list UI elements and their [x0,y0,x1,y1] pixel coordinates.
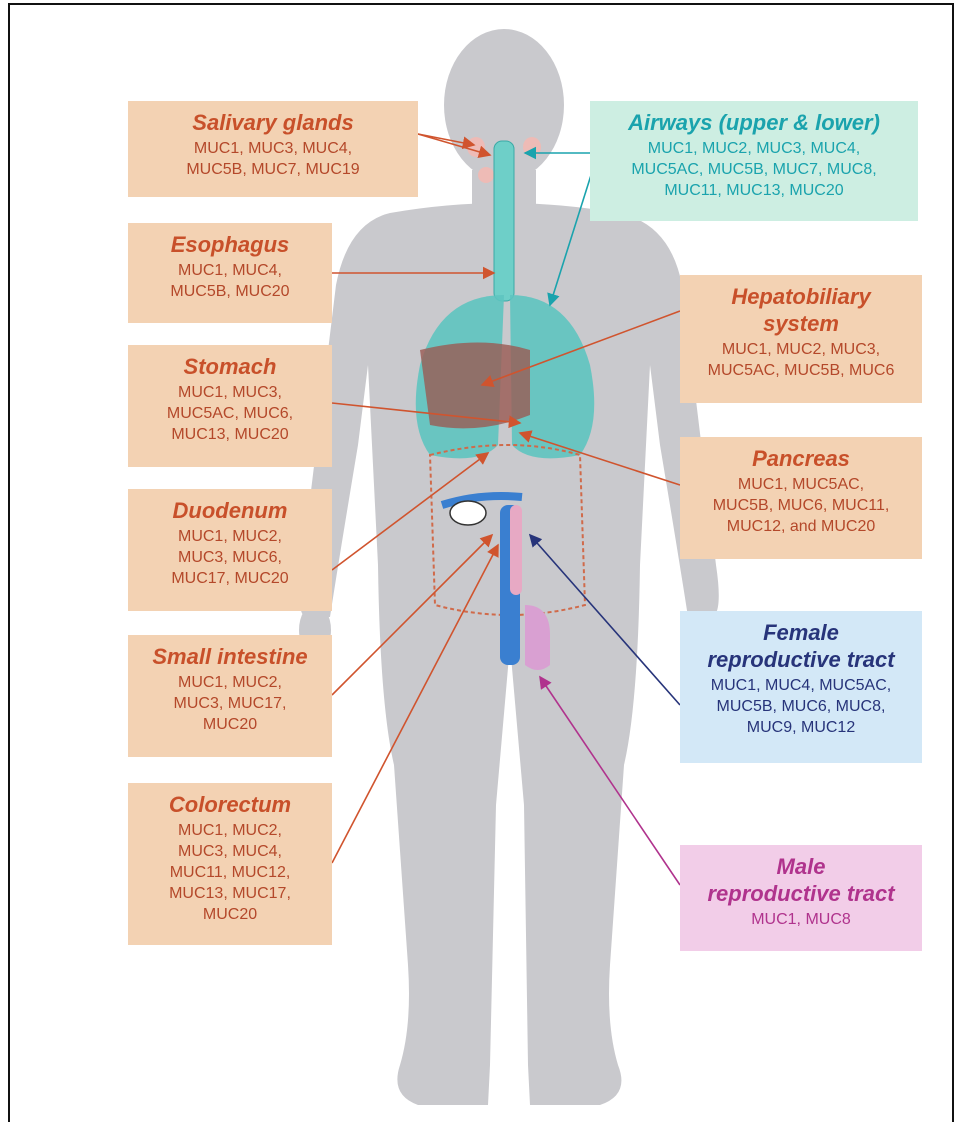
salivary-title: Salivary glands [128,109,418,136]
label-stomach: Stomach MUC1, MUC3, MUC5AC, MUC6, MUC13,… [128,345,332,467]
label-airways: Airways (upper & lower) MUC1, MUC2, MUC3… [590,101,918,221]
small-intestine-genes: MUC1, MUC2, MUC3, MUC17, MUC20 [128,672,332,735]
colorectum-title: Colorectum [128,791,332,818]
duodenum-genes: MUC1, MUC2, MUC3, MUC6, MUC17, MUC20 [128,526,332,589]
label-male-reproductive: Male reproductive tract MUC1, MUC8 [680,845,922,951]
small-intestine-title: Small intestine [128,643,332,670]
hepatobiliary-title: Hepatobiliary system [680,283,922,337]
esophagus-genes: MUC1, MUC4, MUC5B, MUC20 [128,260,332,302]
label-hepatobiliary: Hepatobiliary system MUC1, MUC2, MUC3, M… [680,275,922,403]
pancreas-genes: MUC1, MUC5AC, MUC5B, MUC6, MUC11, MUC12,… [680,474,922,537]
stomach-title: Stomach [128,353,332,380]
label-pancreas: Pancreas MUC1, MUC5AC, MUC5B, MUC6, MUC1… [680,437,922,559]
label-salivary-glands: Salivary glands MUC1, MUC3, MUC4, MUC5B,… [128,101,418,197]
pancreas-title: Pancreas [680,445,922,472]
esophagus-title: Esophagus [128,231,332,258]
duodenum-title: Duodenum [128,497,332,524]
label-colorectum: Colorectum MUC1, MUC2, MUC3, MUC4, MUC11… [128,783,332,945]
stomach-genes: MUC1, MUC3, MUC5AC, MUC6, MUC13, MUC20 [128,382,332,445]
label-small-intestine: Small intestine MUC1, MUC2, MUC3, MUC17,… [128,635,332,757]
airways-title: Airways (upper & lower) [590,109,918,136]
salivary-genes: MUC1, MUC3, MUC4, MUC5B, MUC7, MUC19 [128,138,418,180]
male-title: Male reproductive tract [680,853,922,907]
female-title: Female reproductive tract [680,619,922,673]
label-esophagus: Esophagus MUC1, MUC4, MUC5B, MUC20 [128,223,332,323]
hepatobiliary-genes: MUC1, MUC2, MUC3, MUC5AC, MUC5B, MUC6 [680,339,922,381]
label-duodenum: Duodenum MUC1, MUC2, MUC3, MUC6, MUC17, … [128,489,332,611]
colorectum-genes: MUC1, MUC2, MUC3, MUC4, MUC11, MUC12, MU… [128,820,332,925]
male-genes: MUC1, MUC8 [680,909,922,930]
figure-frame: Salivary glands MUC1, MUC3, MUC4, MUC5B,… [8,3,954,1122]
airways-genes: MUC1, MUC2, MUC3, MUC4, MUC5AC, MUC5B, M… [590,138,918,201]
label-female-reproductive: Female reproductive tract MUC1, MUC4, MU… [680,611,922,763]
female-genes: MUC1, MUC4, MUC5AC, MUC5B, MUC6, MUC8, M… [680,675,922,738]
